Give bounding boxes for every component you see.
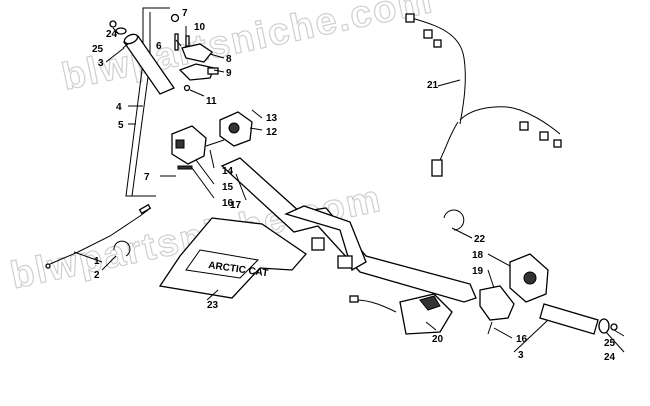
callout-2: 2	[94, 270, 100, 281]
callout-24-right: 24	[604, 352, 616, 363]
callout-7-top: 7	[182, 8, 188, 19]
callout-14: 14	[222, 166, 234, 177]
callout-15: 15	[222, 182, 234, 193]
handlebar	[220, 157, 477, 303]
callout-13: 13	[266, 113, 278, 124]
callout-24-left: 24	[106, 29, 118, 40]
callout-3-left: 3	[98, 58, 104, 69]
callout-5: 5	[118, 120, 124, 131]
callout-25-left: 25	[92, 44, 104, 55]
callout-1: 1	[94, 256, 100, 267]
callout-9: 9	[226, 68, 232, 79]
callout-labels: 24 25 3 4 5 7 10 6 8 9 11 13 12 14 15 16…	[92, 8, 616, 363]
callout-7-left: 7	[144, 172, 150, 183]
callout-22: 22	[474, 234, 486, 245]
callout-20: 20	[432, 334, 444, 345]
callout-16-left: 16	[222, 198, 234, 209]
left-grip	[109, 20, 175, 95]
left-switch-housing	[171, 111, 253, 170]
callout-16-right: 16	[516, 334, 528, 345]
callout-18: 18	[472, 250, 484, 261]
callout-6: 6	[156, 41, 162, 52]
callout-4: 4	[116, 102, 122, 113]
wiring-harness	[405, 13, 562, 177]
callout-23: 23	[207, 300, 219, 311]
throttle-control	[170, 13, 219, 92]
callout-3-right: 3	[518, 350, 524, 361]
throttle-cable	[45, 203, 152, 269]
callout-21: 21	[427, 80, 439, 91]
handlebar-pad: ARCTIC CAT	[158, 217, 307, 299]
callout-12: 12	[266, 127, 278, 138]
callout-17: 17	[230, 200, 242, 211]
callout-10: 10	[194, 22, 206, 33]
retaining-ring	[443, 209, 465, 231]
callout-8: 8	[226, 54, 232, 65]
callout-11: 11	[206, 96, 217, 107]
right-control-assembly	[479, 253, 618, 335]
watermark-top: blwpartsniche.com	[58, 0, 437, 99]
leader-lines	[73, 26, 625, 353]
callout-19: 19	[472, 266, 484, 277]
hand-warmer-switch	[349, 293, 453, 335]
callout-25-right: 25	[604, 338, 616, 349]
